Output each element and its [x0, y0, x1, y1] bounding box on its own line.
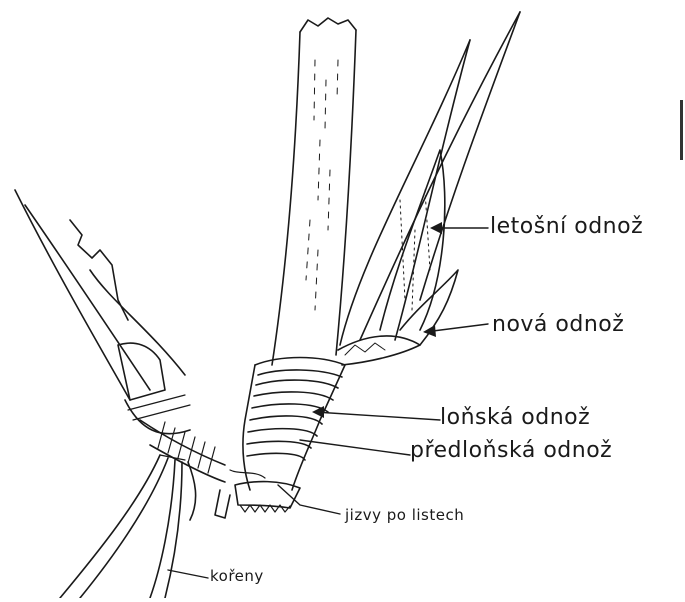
label-koreny: kořeny [210, 567, 264, 585]
label-nova-odnoz: nová odnož [492, 312, 624, 337]
pre-last-year-tiller [230, 470, 300, 512]
label-lonska-odnoz: loňská odnož [440, 405, 590, 430]
last-year-tiller [243, 358, 345, 491]
label-jizvy-po-listech: jizvy po listech [345, 506, 464, 524]
cut-stem [272, 18, 356, 365]
page-edge-mark [680, 100, 683, 160]
label-letosni-odnoz: letošní odnož [490, 214, 643, 239]
leader-arrowheads [312, 222, 442, 418]
roots [60, 455, 196, 598]
current-year-tiller [340, 12, 520, 345]
left-tiller [15, 190, 190, 434]
new-tiller [338, 270, 458, 365]
label-predlonska-odnoz: předloňská odnož [410, 438, 612, 463]
